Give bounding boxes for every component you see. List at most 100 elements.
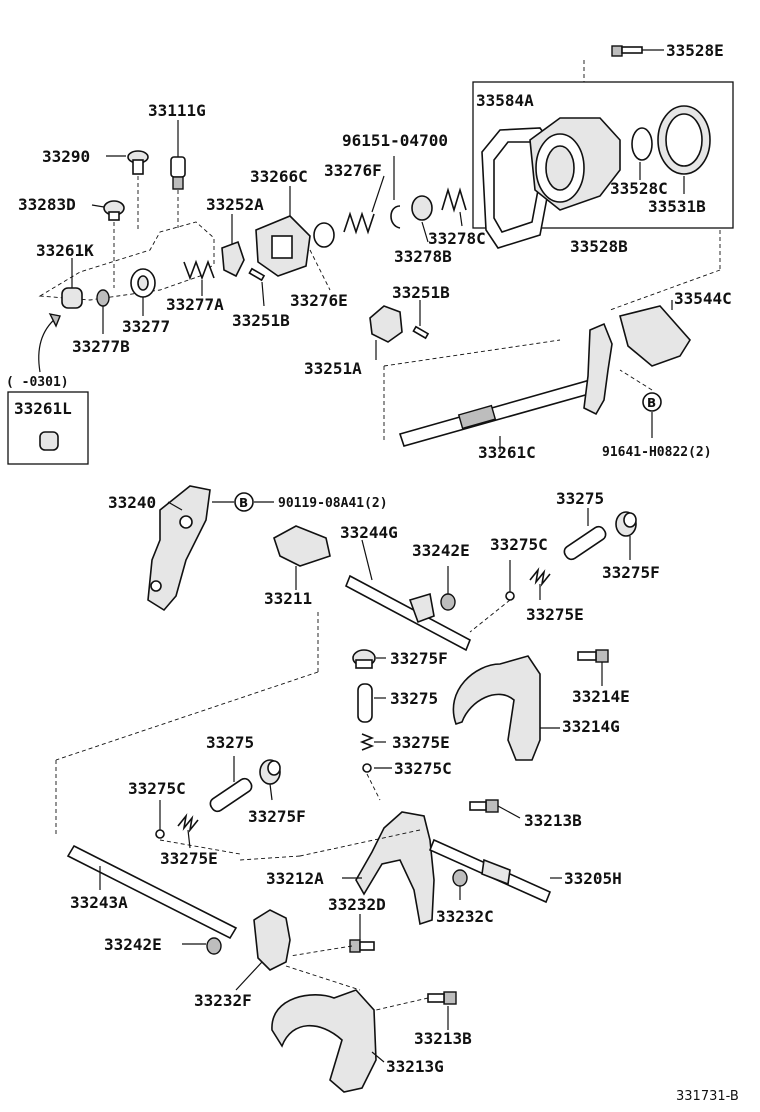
shift-fork-upper-group: B [147, 485, 637, 652]
label-33275E-low: 33275E [160, 849, 218, 868]
callout-B-top [642, 392, 662, 412]
label-33275E-top: 33275E [526, 605, 584, 624]
washer-33242E-low [206, 937, 222, 955]
lower-forks-group [55, 612, 562, 1093]
washer-33278B [411, 195, 433, 221]
label-33275E-mid: 33275E [392, 733, 450, 752]
label-33261C: 33261C [478, 443, 536, 462]
label-33275C-top: 33275C [490, 535, 548, 554]
inset-33261L: ( -0301) [6, 375, 89, 465]
label-33242E-low: 33242E [104, 935, 162, 954]
plug-33275F-mid [352, 649, 386, 669]
label-33214G: 33214G [562, 717, 620, 736]
fork-33213G [271, 989, 377, 1093]
label-33278C: 33278C [428, 229, 486, 248]
clip-33277B [96, 289, 110, 334]
bearing-retainer-group [472, 45, 734, 311]
bolt-33290 [106, 150, 149, 175]
pin-33275-mid [357, 683, 373, 723]
label-33251B-right: 33251B [392, 283, 450, 302]
label-33278B: 33278B [394, 247, 452, 266]
label-33213G: 33213G [386, 1057, 444, 1076]
label-33275F-top: 33275F [602, 563, 660, 582]
spring-33275E-low [177, 813, 199, 833]
label-33275F-low: 33275F [248, 807, 306, 826]
callout-B-top-text: B [647, 396, 656, 410]
label-33232C: 33232C [436, 907, 494, 926]
label-33276F: 33276F [324, 161, 382, 180]
fork-33212A [355, 811, 435, 926]
label-33212A: 33212A [266, 869, 324, 888]
spring-33276F [343, 211, 375, 235]
plug-33275F-low [259, 759, 281, 801]
label-33275-low: 33275 [206, 733, 254, 752]
pin-33251B-right [412, 325, 430, 340]
label-90119-08A41: 90119-08A41(2) [278, 496, 388, 511]
label-91641-H0822: 91641-H0822(2) [602, 445, 712, 460]
bushing-33261K [61, 258, 83, 309]
diagram-reference: 331731-B [676, 1089, 739, 1104]
label-33584A: 33584A [476, 91, 534, 110]
inset-box [7, 391, 89, 465]
shift-lever-housing-group [38, 120, 215, 373]
label-33232D: 33232D [328, 895, 386, 914]
label-33214E: 33214E [572, 687, 630, 706]
shaft-33244G [344, 574, 472, 652]
shift-lever-arm [583, 322, 613, 416]
ball-33275C-low [155, 829, 165, 839]
callout-B-mid [234, 492, 254, 512]
label-33261K: 33261K [36, 241, 94, 260]
label-33266C: 33266C [250, 167, 308, 186]
label-33528C: 33528C [610, 179, 668, 198]
lever-33251A [369, 305, 403, 343]
lever-33252A [221, 240, 245, 278]
spring-33275E-mid [359, 733, 375, 751]
bracket-33240 [147, 485, 211, 612]
oil-seal-33528C [631, 127, 653, 161]
label-33211: 33211 [264, 589, 312, 608]
bolt-33214E [577, 649, 609, 686]
fork-33214G [452, 655, 541, 761]
label-33277: 33277 [122, 317, 170, 336]
washer-33242E-top [440, 593, 456, 611]
label-33528B: 33528B [570, 237, 628, 256]
label-33252A: 33252A [206, 195, 264, 214]
label-33205H: 33205H [564, 869, 622, 888]
label-33251B-left: 33251B [232, 311, 290, 330]
label-33243A: 33243A [70, 893, 128, 912]
label-33275F-mid: 33275F [390, 649, 448, 668]
plug-33283D [91, 200, 125, 221]
washer-33276E [313, 222, 335, 248]
spring-33277A [183, 259, 215, 296]
bushing-33277 [130, 268, 156, 316]
bolt-33213B-low [427, 991, 457, 1030]
label-33531B: 33531B [648, 197, 706, 216]
select-lever-group [221, 156, 561, 440]
shaft-33243A [66, 844, 238, 940]
label-33528E: 33528E [666, 41, 724, 60]
label-33544C: 33544C [674, 289, 732, 308]
ball-33275C-top [505, 591, 515, 601]
bolt-33232D [349, 914, 375, 953]
label-33213B-low: 33213B [414, 1029, 472, 1048]
label-33275-top: 33275 [556, 489, 604, 508]
label-33275-mid: 33275 [390, 689, 438, 708]
label-33283D: 33283D [18, 195, 76, 214]
label-96151-04700: 96151-04700 [342, 131, 448, 150]
arrow-to-33261K [38, 317, 57, 373]
fork-33214G-group [352, 649, 609, 801]
assembly-box-33528B [472, 81, 734, 229]
label-33275C-mid: 33275C [394, 759, 452, 778]
callout-B-mid-text: B [239, 496, 248, 510]
label-33251A: 33251A [304, 359, 362, 378]
label-33277B: 33277B [72, 337, 130, 356]
head-33211 [273, 525, 331, 567]
shift-shaft-group: B [398, 300, 691, 452]
pin-33275-low [209, 777, 253, 813]
pin-33251B-left [248, 267, 266, 282]
label-33240: 33240 [108, 493, 156, 512]
bolt-33528E [611, 45, 664, 57]
label-33261L: 33261L [14, 399, 72, 418]
label-33290: 33290 [42, 147, 90, 166]
